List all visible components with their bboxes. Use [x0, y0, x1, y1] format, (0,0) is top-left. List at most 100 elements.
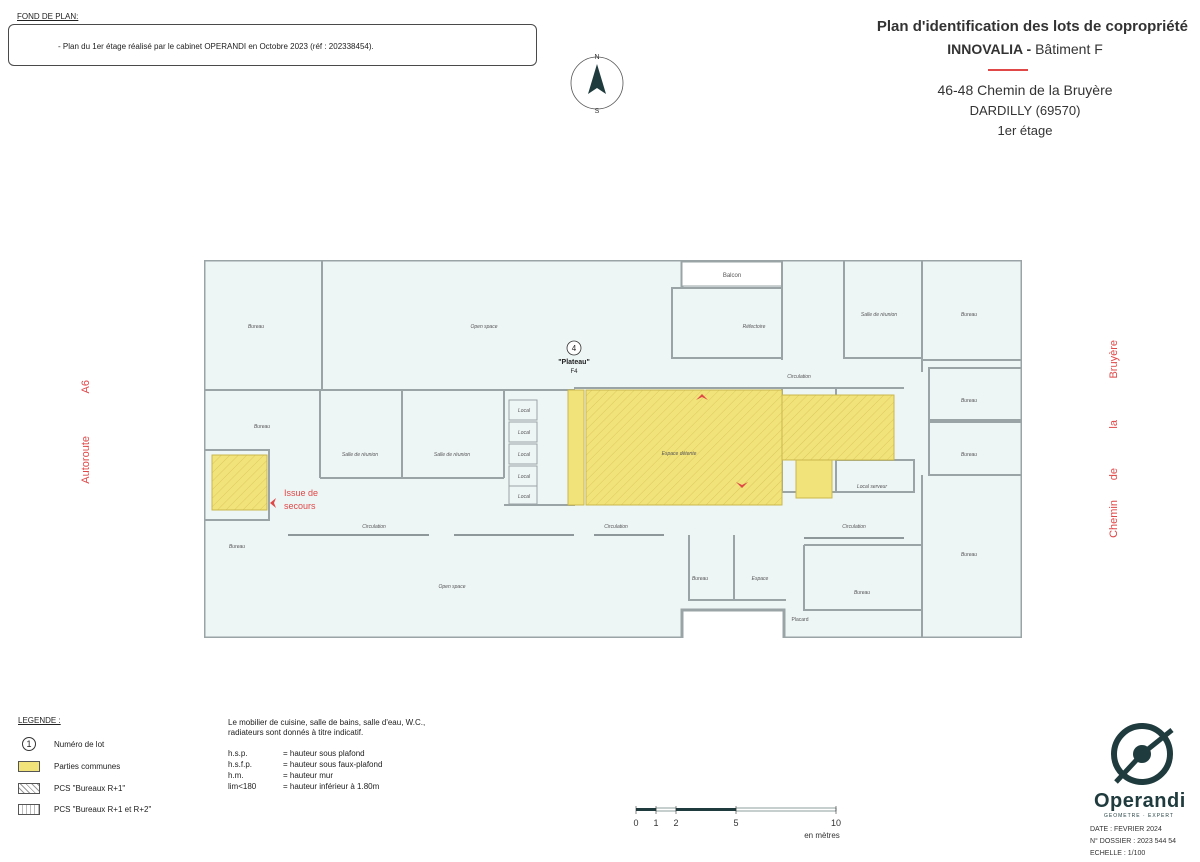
room-circulation-center: Circulation	[604, 524, 628, 530]
note-line-1: Le mobilier de cuisine, salle de bains, …	[228, 718, 426, 727]
room-circulation-north: Circulation	[787, 374, 811, 380]
scale-tick-5: 5	[733, 818, 738, 828]
scale-tick-1: 1	[653, 818, 658, 828]
room-espace: Espace	[752, 576, 769, 582]
room-bureau-e1: Bureau	[961, 398, 977, 404]
fond-de-plan-title: FOND DE PLAN:	[14, 12, 82, 21]
legend-item-lot: 1 Numéro de lot	[18, 737, 104, 751]
road-label-a6: A6	[80, 380, 92, 394]
legend-label-lot: Numéro de lot	[54, 739, 105, 749]
road-label-chemin: Chemin	[1108, 500, 1120, 538]
plan-subtitle: INNOVALIA - Bâtiment F	[860, 41, 1190, 57]
compass-north: N	[594, 54, 599, 61]
legend-label-pcs2: PCS "Bureaux R+1 et R+2"	[54, 804, 152, 814]
legend-label-pcs1: PCS "Bureaux R+1"	[54, 783, 126, 793]
room-open-space-north: Open space	[471, 324, 498, 330]
lot-code: F4	[570, 369, 578, 375]
room-bureau-se: Bureau	[961, 552, 977, 558]
meta-dossier: N° DOSSIER : 2023 544 54	[1090, 838, 1177, 845]
lot-circle-icon: 1	[22, 737, 36, 751]
plan-city: DARDILLY (69570)	[969, 103, 1081, 118]
placard-label: Placard	[792, 617, 809, 623]
lot-name: "Plateau"	[558, 359, 590, 366]
title-divider	[988, 69, 1028, 71]
room-circulation-south: Circulation	[362, 524, 386, 530]
road-label-autoroute: Autoroute	[80, 436, 92, 484]
common-part-corridor	[567, 389, 585, 506]
scale-tick-2: 2	[673, 818, 678, 828]
scale-bar: 0 1 2 5 10 en mètres	[633, 806, 841, 840]
plan-title: Plan d'identification des lots de coprop…	[876, 18, 1188, 35]
room-bureau-2: Bureau	[254, 424, 270, 430]
room-circulation-east: Circulation	[842, 524, 866, 530]
abbr-row-hsfp: h.s.f.p. = hauteur sous faux-plafond	[228, 760, 382, 770]
road-label-bruyere: Bruyère	[1108, 340, 1120, 379]
exit-label-2: secours	[284, 501, 316, 511]
abbr-key: h.s.p.	[228, 749, 248, 758]
abbr-key: lim<180	[228, 782, 257, 791]
abbr-key: h.m.	[228, 771, 244, 780]
room-bureau-s1: Bureau	[692, 576, 708, 582]
compass-south: S	[595, 108, 600, 114]
room-salle-reunion-ne: Salle de réunion	[861, 312, 897, 318]
floor-plan: Bureau Open space Réfectoire Salle de ré…	[204, 260, 1022, 638]
abbr-value: = hauteur sous faux-plafond	[283, 760, 383, 769]
fond-de-plan-box	[8, 24, 537, 66]
room-local-4: Local	[518, 474, 531, 480]
logo-text: Operandi	[1094, 790, 1186, 812]
subtitle-bold: INNOVALIA -	[947, 41, 1032, 57]
meta-echelle: ECHELLE : 1/100	[1090, 850, 1146, 857]
note-line-2: radiateurs sont donnés à titre indicatif…	[228, 728, 364, 737]
common-part-shaft	[795, 459, 833, 499]
furniture-note: Le mobilier de cuisine, salle de bains, …	[228, 718, 468, 738]
room-refectoire: Réfectoire	[743, 324, 766, 330]
room-bureau-e2: Bureau	[961, 452, 977, 458]
lot-number: 4	[572, 344, 577, 353]
abbr-value: = hauteur inférieur à 1.80m	[283, 782, 380, 791]
room-local-2: Local	[518, 430, 531, 436]
room-salle-reunion-1: Salle de réunion	[342, 452, 378, 458]
legend-item-pcs2: PCS "Bureaux R+1 et R+2"	[18, 802, 151, 816]
room-bureau-sw: Bureau	[229, 544, 245, 550]
abbr-row-hsp: h.s.p. = hauteur sous plafond	[228, 749, 365, 759]
scale-tick-0: 0	[633, 818, 638, 828]
abbr-value: = hauteur sous plafond	[283, 749, 365, 758]
operandi-logo-icon	[1111, 723, 1174, 785]
scale-unit: en mètres	[804, 831, 840, 840]
north-arrow-icon: N S	[570, 54, 624, 114]
yellow-swatch-icon	[18, 760, 40, 772]
lot-number-marker	[566, 340, 582, 356]
road-label-de: de	[1108, 468, 1120, 481]
road-label-la: la	[1108, 420, 1120, 429]
hatch-swatch-icon	[18, 782, 40, 794]
room-espace-detente: Espace détente	[662, 451, 697, 457]
fond-de-plan-text: - Plan du 1er étage réalisé par le cabin…	[58, 42, 374, 51]
room-local-3: Local	[518, 452, 531, 458]
meta-date: DATE : FEVRIER 2024	[1090, 826, 1162, 833]
balcony-label: Balcon	[723, 273, 741, 279]
room-local-1: Local	[518, 408, 531, 414]
abbr-key: h.s.f.p.	[228, 760, 253, 769]
room-salle-reunion-2: Salle de réunion	[434, 452, 470, 458]
legend-label-common: Parties communes	[54, 761, 121, 771]
balcony	[681, 261, 783, 287]
legend-title: LEGENDE :	[18, 716, 61, 725]
abbr-row-hm: h.m. = hauteur mur	[228, 771, 333, 781]
room-local-serveur: Local serveur	[857, 484, 887, 490]
subtitle-rest: Bâtiment F	[1031, 41, 1103, 57]
logo-tagline: GEOMETRE · EXPERT	[1104, 813, 1174, 819]
room-local-5: Local	[518, 494, 531, 500]
room-bureau-1: Bureau	[248, 324, 264, 330]
legend-item-pcs1: PCS "Bureaux R+1"	[18, 781, 125, 795]
room-open-space-south: Open space	[439, 584, 466, 590]
plan-address: 46-48 Chemin de la Bruyère	[937, 82, 1113, 98]
dotted-swatch-icon	[18, 803, 40, 815]
room-bureau-s2: Bureau	[854, 590, 870, 596]
scale-tick-10: 10	[831, 818, 841, 828]
abbr-row-lim: lim<180 = hauteur inférieur à 1.80m	[228, 782, 379, 792]
exit-label-1: Issue de	[284, 488, 318, 498]
plan-floor: 1er étage	[997, 123, 1053, 138]
room-bureau-ne: Bureau	[961, 312, 977, 318]
legend-item-common: Parties communes	[18, 759, 120, 773]
abbr-value: = hauteur mur	[283, 771, 334, 780]
